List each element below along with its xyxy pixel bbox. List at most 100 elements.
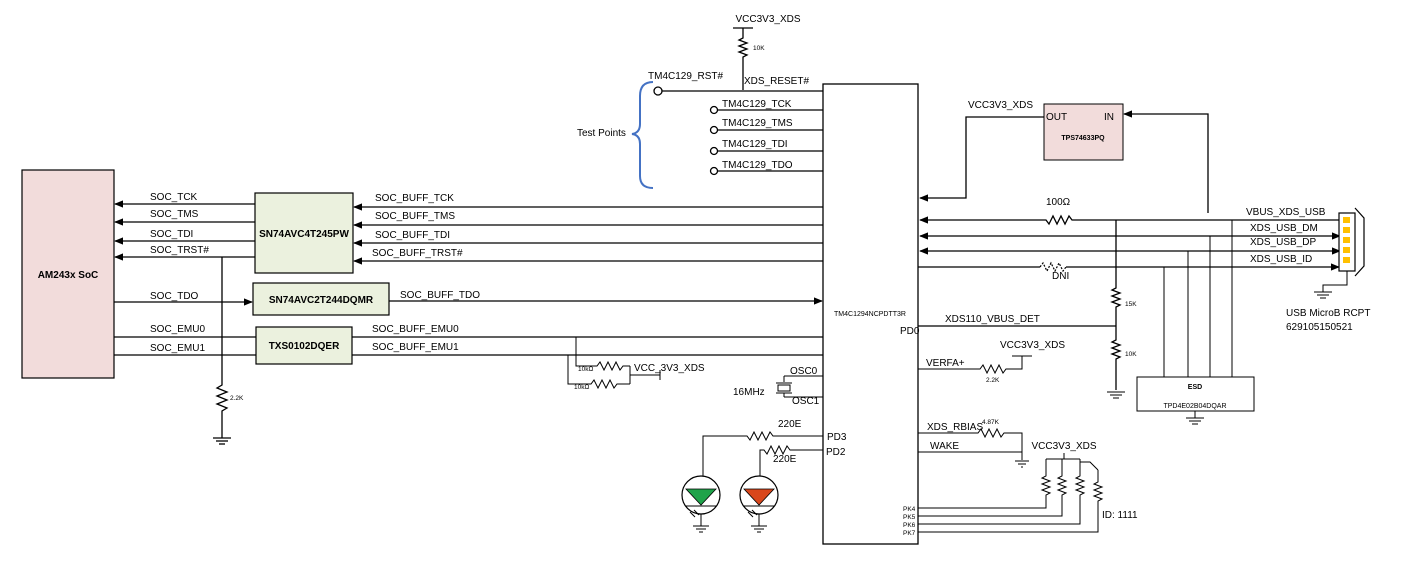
id-value-label: ID: 1111	[1102, 510, 1138, 521]
led1-resistor-value: 220E	[778, 419, 802, 430]
pin-pd2: PD2	[826, 447, 846, 458]
test-point-tdo	[709, 166, 719, 176]
net-buff-tms: SOC_BUFF_TMS	[375, 211, 455, 222]
vcc-verfa-label: VCC3V3_XDS	[1000, 340, 1065, 351]
esd-block: ESD TPD4E02B04DQAR	[1136, 376, 1255, 412]
pin-osc1: OSC1	[792, 396, 820, 407]
id-resistor-pk6	[918, 459, 1086, 525]
tp-rst-label: TM4C129_RST#	[648, 71, 723, 82]
wire-wake	[918, 451, 1023, 460]
buffer-block-1: SN74AVC4T245PW	[254, 192, 354, 274]
net-rbias: XDS_RBIAS	[927, 422, 983, 433]
ldo-block: OUT IN TPS74633PQ	[1043, 103, 1124, 161]
buffer-3-label: TXS0102DQER	[269, 341, 340, 352]
net-vbus: VBUS_XDS_USB	[1246, 207, 1326, 218]
vcc-mid-label: VCC_3V3_XDS	[634, 363, 705, 374]
net-soc-emu0: SOC_EMU0	[150, 324, 205, 335]
verfa-resistor-wire	[918, 356, 1023, 375]
net-soc-emu1: SOC_EMU1	[150, 343, 205, 354]
emu1-pullup-value: 10kΩ	[574, 384, 589, 391]
net-soc-tms: SOC_TMS	[150, 209, 199, 220]
id-resistor-pk4	[918, 459, 1052, 509]
pin-pk7: PK7	[903, 530, 916, 537]
buffer-2-label: SN74AVC2T244DQMR	[269, 295, 374, 306]
wire-vbus	[919, 214, 1340, 226]
id-resistor-pk5	[918, 459, 1068, 517]
net-usb-dp: XDS_USB_DP	[1250, 237, 1316, 248]
vbus-divider	[1110, 220, 1122, 390]
tp-tdi-label: TM4C129_TDI	[722, 139, 788, 150]
led-green	[681, 475, 721, 533]
net-usb-id: XDS_USB_ID	[1250, 254, 1312, 265]
r-div-top-value: 15K	[1125, 301, 1137, 308]
mcu-block: TM4C1294NCPDTT3R	[822, 83, 919, 545]
test-points-label: Test Points	[577, 128, 626, 139]
led-red	[739, 475, 779, 533]
vcc-id-label: VCC3V3_XDS	[1031, 441, 1096, 452]
vcc-top-label: VCC3V3_XDS	[735, 14, 800, 25]
ldo-in-pin: IN	[1104, 112, 1114, 123]
ground-symbol-esd	[1186, 417, 1204, 425]
test-points-bracket	[631, 81, 654, 189]
dni-resistor	[1039, 261, 1067, 273]
pin-pd0: PD0	[900, 326, 920, 337]
soc-block: AM243x SoC	[21, 169, 115, 379]
net-buff-tdo: SOC_BUFF_TDO	[400, 290, 480, 301]
reset-pullup-resistor	[737, 28, 749, 90]
net-verfa: VERFA+	[926, 358, 965, 369]
pin-pk5: PK5	[903, 514, 916, 521]
net-soc-tdo: SOC_TDO	[150, 291, 199, 302]
net-soc-trst: SOC_TRST#	[150, 245, 209, 256]
ground-symbol-usb	[1314, 291, 1332, 299]
net-soc-tdi: SOC_TDI	[150, 229, 193, 240]
trst-pulldown-resistor	[215, 257, 229, 432]
net-xds-reset: XDS_RESET#	[744, 76, 809, 87]
test-point-tdi	[709, 146, 719, 156]
net-vbus-det: XDS110_VBUS_DET	[945, 314, 1040, 325]
buffer-block-2: SN74AVC2T244DQMR	[252, 282, 390, 316]
pin-osc0: OSC0	[790, 366, 818, 377]
buffer-block-3: TXS0102DQER	[255, 326, 353, 365]
led2-resistor-value: 220E	[773, 454, 797, 465]
tp-tck-label: TM4C129_TCK	[722, 99, 792, 110]
net-soc-tck: SOC_TCK	[150, 192, 198, 203]
rbias-resistor-wire	[918, 427, 1023, 452]
wire-ldo-out	[919, 116, 1044, 202]
ldo-out-pin: OUT	[1046, 112, 1067, 123]
net-buff-tck: SOC_BUFF_TCK	[375, 193, 454, 204]
ldo-label: TPS74633PQ	[1061, 135, 1105, 142]
id-resistor-pk7	[918, 470, 1104, 533]
usb-name-label: USB MicroB RCPT	[1286, 308, 1370, 319]
trst-pulldown-value: 2.2K	[230, 395, 244, 402]
net-buff-emu0: SOC_BUFF_EMU0	[372, 324, 459, 335]
r-vbus-value: 100Ω	[1046, 197, 1071, 208]
net-buff-emu1: SOC_BUFF_EMU1	[372, 342, 459, 353]
r-div-bot-value: 10K	[1125, 351, 1137, 358]
usb-connector	[1338, 207, 1365, 277]
led1-resistor-wire	[702, 430, 823, 480]
test-point-tms	[709, 125, 719, 135]
emu1-pullup-resistor	[567, 355, 630, 390]
ground-symbol-trst	[213, 432, 231, 445]
r-dni-label: DNI	[1052, 271, 1069, 282]
reset-pullup-value: 10K	[753, 45, 765, 52]
mcu-label: TM4C1294NCPDTT3R	[834, 311, 906, 318]
test-point-rst	[653, 86, 663, 96]
r-rbias-value: 4.87K	[982, 419, 1000, 426]
wire-ldo-in	[1123, 110, 1209, 213]
net-wake: WAKE	[930, 441, 959, 452]
net-buff-trst: SOC_BUFF_TRST#	[372, 248, 463, 259]
led2-resistor-wire	[759, 444, 823, 480]
soc-label: AM243x SoC	[38, 270, 99, 281]
ground-symbol-divider	[1107, 391, 1125, 399]
emu0-pullup-value: 10kΩ	[578, 366, 593, 373]
usb-part-label: 629105150521	[1286, 322, 1353, 333]
esd-label: ESD	[1188, 384, 1202, 391]
ground-symbol-wake	[1015, 460, 1029, 468]
pin-pk6: PK6	[903, 522, 916, 529]
tp-tms-label: TM4C129_TMS	[722, 118, 793, 129]
test-point-tck	[709, 105, 719, 115]
buffer-1-label: SN74AVC4T245PW	[259, 229, 349, 240]
